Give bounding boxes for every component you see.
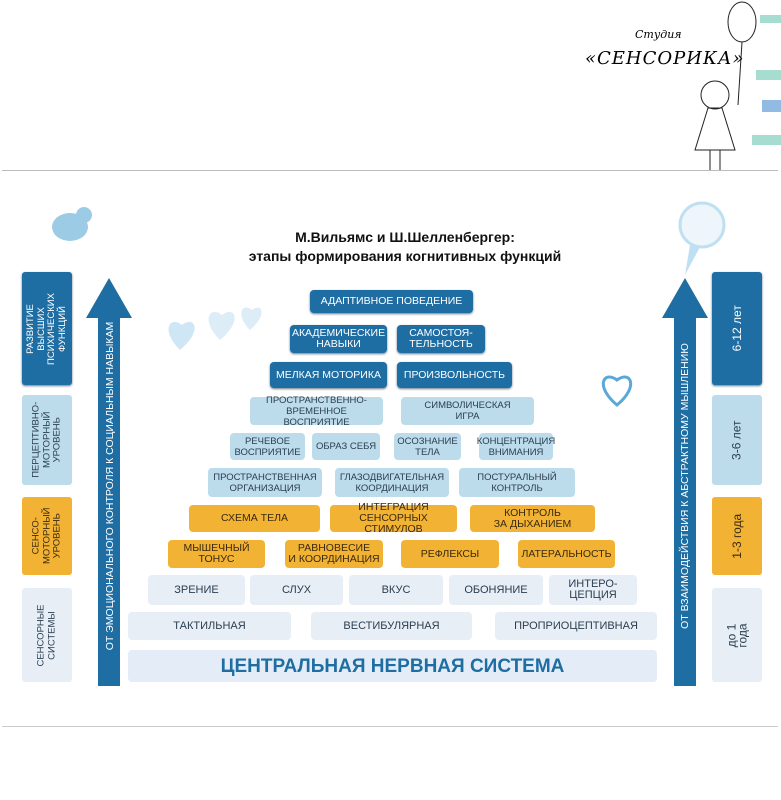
age-label-box: 3-6 лет [712,395,762,485]
level-label: СЕНСО- МОТОРНЫЙ УРОВЕНЬ [30,507,63,565]
bird-icon [52,207,92,241]
right-up-arrow [662,278,708,686]
pyramid-block: ЗРЕНИЕ [148,575,245,605]
age-label-box: до 1 года [712,588,762,682]
pyramid-block: СИМВОЛИЧЕСКАЯ ИГРА [401,397,534,425]
level-label: РАЗВИТИЕ ВЫСШИХ ПСИХИЧЕСКИХ ФУНКЦИЙ [25,292,68,365]
pyramid-block: РЕЧЕВОЕ ВОСПРИЯТИЕ [230,433,305,460]
right-arrow-label: ОТ ВЗАИМОДЕЙСТВИЯ К АБСТРАКТНОМУ МЫШЛЕНИ… [679,343,691,629]
pyramid-block: ИНТЕГРАЦИЯ СЕНСОРНЫХ СТИМУЛОВ [330,502,457,535]
pyramid-block: АДАПТИВНОЕ ПОВЕДЕНИЕ [310,290,473,313]
speech-bubble-icon [678,201,726,275]
level-label-box: СЕНСО- МОТОРНЫЙ УРОВЕНЬ [22,497,72,575]
age-label-box: 1-3 года [712,497,762,575]
pyramid-block: ЛАТЕРАЛЬНОСТЬ [518,540,615,568]
pyramid-block: ИНТЕРО- ЦЕПЦИЯ [549,575,637,605]
pyramid-block: КОНЦЕНТРАЦИЯ ВНИМАНИЯ [477,433,555,460]
pyramid-block: РЕФЛЕКСЫ [401,540,499,568]
pyramid-block: ПОСТУРАЛЬНЫЙ КОНТРОЛЬ [459,468,575,497]
title-line-1: М.Вильямс и Ш.Шелленбергер: [295,229,515,245]
level-label-box: СЕНСОРНЫЕ СИСТЕМЫ [22,588,72,682]
pyramid-block: ПРОПРИОЦЕПТИВНАЯ [495,612,657,640]
diagram-title: М.Вильямс и Ш.Шелленбергер: этапы формиро… [180,228,630,266]
pyramid-block: ВЕСТИБУЛЯРНАЯ [311,612,472,640]
pyramid-block: ПРОСТРАНСТВЕННАЯ ОРГАНИЗАЦИЯ [208,468,322,497]
pyramid-block: СЛУХ [250,575,343,605]
age-label: 1-3 года [729,513,744,559]
age-label-box: 6-12 лет [712,272,762,385]
age-label: до 1 года [724,622,750,648]
pyramid-block: ЦЕНТРАЛЬНАЯ НЕРВНАЯ СИСТЕМА [128,650,657,682]
age-label: 6-12 лет [729,305,744,352]
pyramid-block: ПРОИЗВОЛЬНОСТЬ [397,362,512,388]
level-label: ПЕРЦЕПТИВНО- МОТОРНЫЙ УРОВЕНЬ [30,401,63,479]
heart-outline-icon [601,375,633,407]
level-label: СЕНСОРНЫЕ СИСТЕМЫ [35,603,58,667]
pyramid-block: РАВНОВЕСИЕ И КООРДИНАЦИЯ [285,540,383,568]
title-line-2: этапы формирования когнитивных функций [248,248,562,264]
pyramid-block: СХЕМА ТЕЛА [189,505,320,532]
girl-with-balloon-illustration [694,1,781,180]
left-arrow-label: ОТ ЭМОЦИОНАЛЬНОГО КОНТРОЛЯ К СОЦИАЛЬНЫМ … [104,321,116,651]
pyramid-block: АКАДЕМИЧЕСКИЕ НАВЫКИ [290,325,387,353]
left-up-arrow [86,278,132,686]
pyramid-block: МЫШЕЧНЫЙ ТОНУС [168,540,265,568]
logo-brand-name: «СЕНСОРИКА» [585,48,745,69]
pyramid-block: ОСОЗНАНИЕ ТЕЛА [394,433,461,460]
pyramid-block: ТАКТИЛЬНАЯ [128,612,291,640]
pyramid-block: ОБРАЗ СЕБЯ [312,433,380,460]
pyramid-block: ОБОНЯНИЕ [449,575,543,605]
pyramid-block: ПРОСТРАНСТВЕННО- ВРЕМЕННОЕ ВОСПРИЯТИЕ [250,395,383,428]
pyramid-block: ГЛАЗОДВИГАТЕЛЬНАЯ КООРДИНАЦИЯ [335,468,449,497]
pyramid-block: МЕЛКАЯ МОТОРИКА [270,362,387,388]
pyramid-block: САМОСТОЯ- ТЕЛЬНОСТЬ [397,325,485,353]
pyramid-block: КОНТРОЛЬ ЗА ДЫХАНИЕМ [470,505,595,532]
age-label: 3-6 лет [729,420,744,460]
level-label-box: ПЕРЦЕПТИВНО- МОТОРНЫЙ УРОВЕНЬ [22,395,72,485]
hearts-decoration-icon [168,307,262,350]
pyramid-block: ВКУС [349,575,443,605]
level-label-box: РАЗВИТИЕ ВЫСШИХ ПСИХИЧЕСКИХ ФУНКЦИЙ [22,272,72,385]
logo-studio-label: Студия [635,28,682,41]
